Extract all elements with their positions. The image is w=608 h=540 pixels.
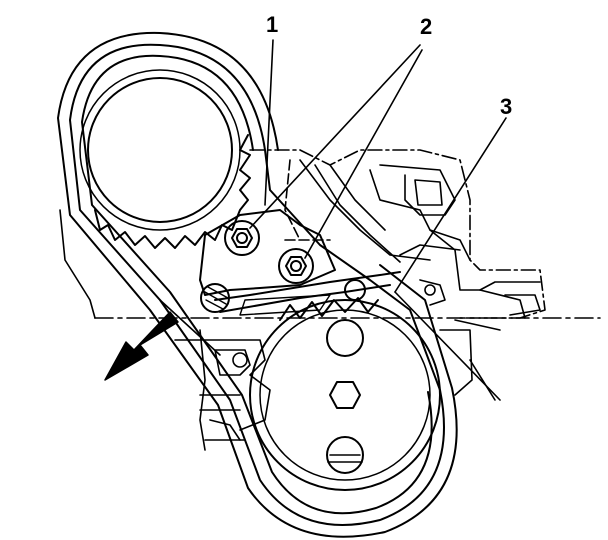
leader-1 — [264, 39, 274, 206]
belt-tensioner — [199, 209, 401, 316]
tensioner-bolt-upper — [224, 220, 260, 256]
direction-arrow-icon — [104, 311, 179, 381]
hex-bolt-icon — [329, 381, 361, 409]
leader-2a — [249, 44, 421, 229]
timing-belt — [57, 31, 458, 538]
callout-2: 2 — [420, 14, 433, 39]
leader-3 — [394, 117, 507, 293]
callout-3: 3 — [500, 94, 513, 119]
crankshaft-upper-hole — [326, 319, 364, 357]
leader-lines — [159, 39, 507, 401]
tensioner-pivot — [200, 283, 230, 313]
tensioner-bolt-lower — [278, 248, 314, 284]
callout-1: 1 — [266, 12, 279, 37]
crankshaft-sprocket — [249, 297, 441, 491]
crankshaft-lower-hole — [326, 436, 364, 474]
engine-block-outline — [59, 149, 601, 451]
leader-2b — [304, 49, 423, 259]
camshaft-sprocket — [79, 69, 251, 249]
